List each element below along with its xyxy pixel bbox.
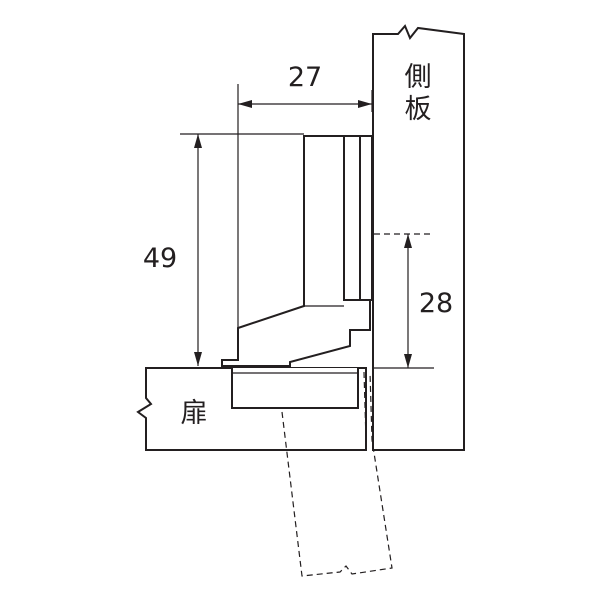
dim-offset-arrow-top <box>404 234 412 248</box>
mounting-plate <box>343 135 361 301</box>
dim-offset-arrow-bottom <box>404 354 412 368</box>
side-panel <box>372 24 465 451</box>
dim-height-arrow-top <box>194 134 202 148</box>
dim-width-label: 27 <box>288 62 322 93</box>
door-open-position <box>281 371 393 577</box>
dim-height-label: 49 <box>143 243 177 274</box>
side-panel-label-char-2: 板 <box>405 94 432 125</box>
side-panel-label-char-1: 側 <box>405 62 432 93</box>
mounting-plate-back <box>359 135 373 301</box>
hinge-cup-open-position <box>363 371 367 441</box>
hinge-cup <box>231 368 359 409</box>
dim-offset-label: 28 <box>419 288 453 319</box>
dim-width-arrow-right <box>358 100 372 108</box>
door-label: 扉 <box>181 398 208 429</box>
dim-height-arrow-bottom <box>194 352 202 366</box>
dim-width-arrow-left <box>238 100 252 108</box>
